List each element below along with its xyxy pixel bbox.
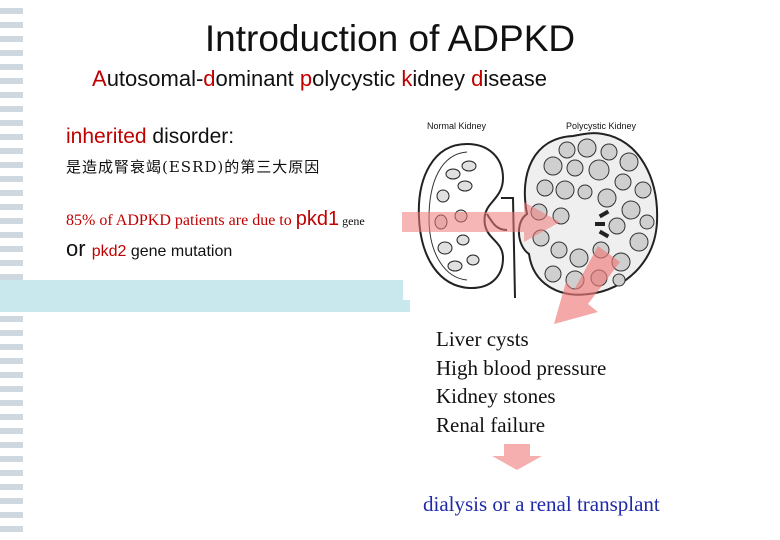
down-arrow-icon [492, 444, 542, 470]
subtitle-letter-d2: d [471, 66, 484, 91]
subtitle-letter-k: k [401, 66, 413, 91]
subtitle-part: utosomal- [106, 66, 204, 91]
symptom-list: Liver cysts High blood pressure Kidney s… [436, 325, 606, 439]
esrd-cause-text: 是造成腎衰竭(ESRD)的第三大原因 [66, 158, 321, 176]
subtitle-part: isease [483, 66, 547, 91]
polycystic-kidney-drawing [518, 132, 659, 296]
inherited-rest: disorder: [146, 125, 235, 148]
symptom-item: Liver cysts [436, 327, 529, 351]
gene-cut-text: gene [339, 214, 365, 228]
symptom-item: Renal failure [436, 412, 546, 437]
subtitle-letter-p: p [299, 66, 313, 91]
symptom-item: High blood pressure [436, 355, 607, 380]
pkd2-gene-label: pkd2 [91, 243, 127, 260]
normal-kidney-label: Normal Kidney [427, 121, 487, 131]
pkd1-gene-label: pkd1 [295, 208, 340, 230]
slide-subtitle: Autosomal-dominant polycystic kidney dis… [92, 66, 547, 92]
inherited-disorder-heading: inherited disorder: [66, 125, 234, 149]
polycystic-kidney-label: Polycystic Kidney [566, 121, 637, 131]
symptom-item: Kidney stones [436, 384, 556, 408]
notebook-margin-decoration [0, 0, 30, 540]
pct-text: 85% of ADPKD patients are due to [66, 212, 296, 229]
subtitle-letter-d: d [203, 66, 216, 91]
subtitle-part: olycystic [312, 66, 402, 91]
gene-mutation-text: gene mutation [126, 243, 233, 260]
normal-kidney-drawing [417, 142, 516, 299]
pkd2-line: or pkd2 gene mutation [66, 236, 232, 262]
kidney-comparison-figure: Normal Kidney Polycystic Kidney [403, 118, 671, 300]
subtitle-letter-a: A [92, 66, 107, 91]
kidney-illustration: Normal Kidney Polycystic Kidney [417, 121, 659, 299]
subtitle-part: ominant [215, 66, 300, 91]
accent-band [0, 280, 410, 312]
or-word: or [66, 236, 92, 261]
pkd1-percentage-text: 85% of ADPKD patients are due to pkd1 ge… [66, 208, 402, 231]
subtitle-part: idney [412, 66, 472, 91]
treatment-outcome: dialysis or a renal transplant [423, 492, 660, 516]
slide-title: Introduction of ADPKD [204, 18, 576, 59]
inherited-highlight: inherited [66, 125, 147, 148]
